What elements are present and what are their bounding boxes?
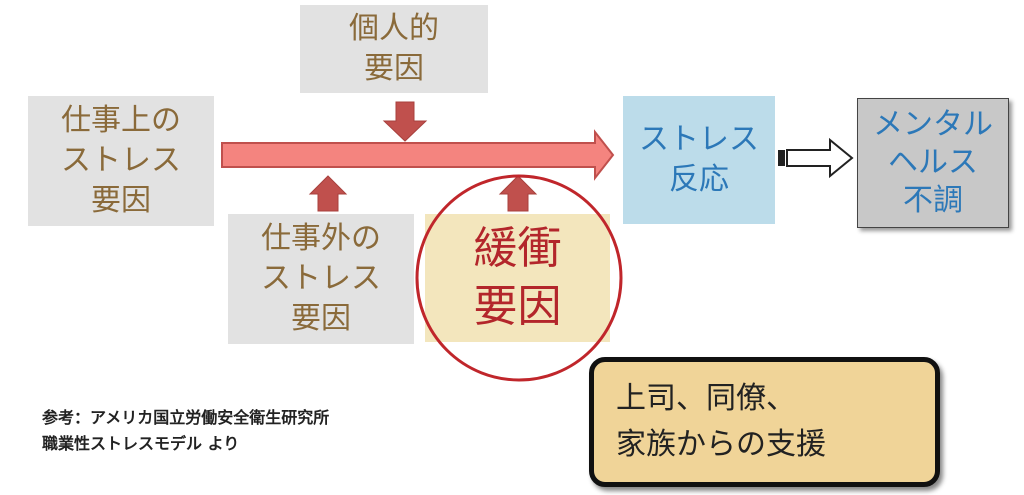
buffer-up-arrow	[498, 175, 538, 212]
support-callout-box: 上司、同僚、 家族からの支援	[589, 357, 940, 487]
personal-factors-box: 個人的 要因	[300, 5, 488, 93]
outcome-arrow-tail	[778, 150, 785, 166]
mental-health-disorder-label: メンタル ヘルス 不調	[873, 107, 993, 218]
nonwork-stress-factors-box: 仕事外の ストレス 要因	[228, 214, 414, 344]
stress-response-box: ストレス 反応	[623, 96, 775, 224]
buffer-factors-label: 緩衝 要因	[473, 223, 562, 332]
nonwork-up-arrow	[308, 175, 348, 212]
personal-factors-label: 個人的 要因	[349, 11, 439, 86]
source-citation: 参考：アメリカ国立労働安全衛生研究所 職業性ストレスモデル より	[42, 408, 330, 453]
personal-down-arrow	[382, 101, 428, 142]
work-stress-factors-label: 仕事上の ストレス 要因	[61, 103, 181, 218]
nonwork-stress-factors-label: 仕事外の ストレス 要因	[261, 221, 381, 336]
buffer-factors-box: 緩衝 要因	[425, 214, 610, 342]
mental-health-disorder-box: メンタル ヘルス 不調	[857, 98, 1009, 228]
stress-response-label: ストレス 反応	[639, 122, 759, 197]
outcome-arrow	[786, 137, 854, 179]
support-callout-label: 上司、同僚、 家族からの支援	[616, 381, 826, 462]
work-stress-factors-box: 仕事上の ストレス 要因	[28, 96, 214, 226]
main-flow-arrow	[221, 129, 615, 181]
